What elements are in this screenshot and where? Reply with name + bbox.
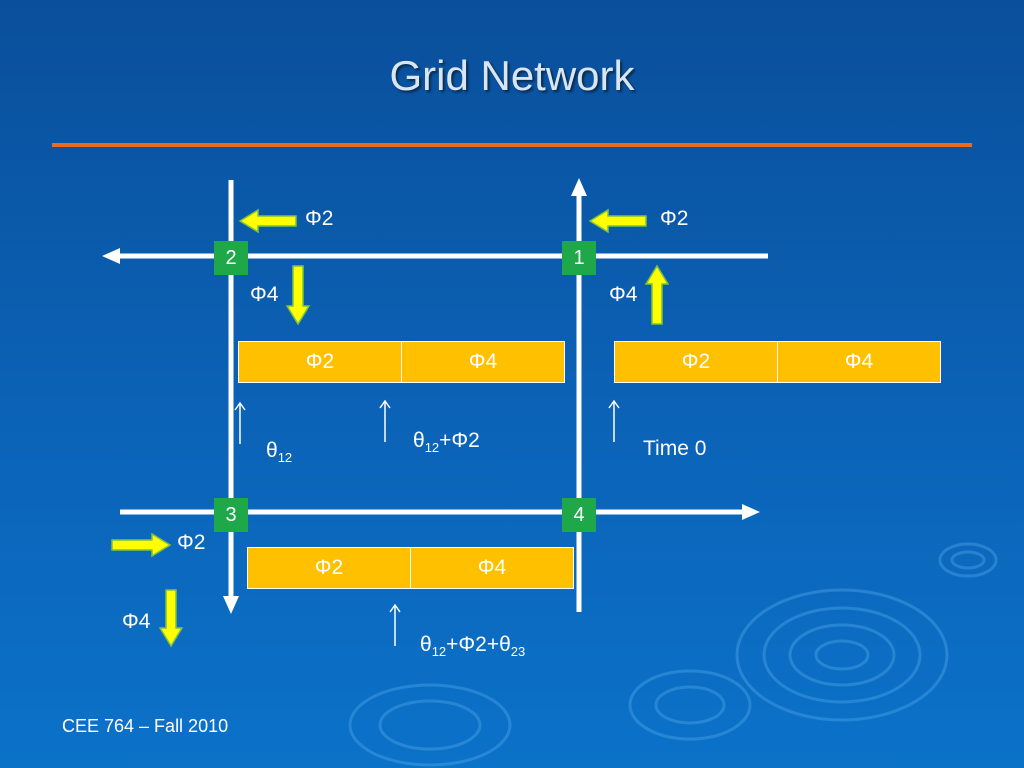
phase-arrow-n2-down [285, 265, 311, 326]
phase-arrow-n3-right [111, 532, 172, 558]
offset-label-theta12: θ12 [266, 439, 293, 466]
phase-arrow-n1-up [644, 264, 670, 325]
label-n2-phi2: Φ2 [305, 207, 334, 230]
phase-bar-node3: Φ2 Φ4 [247, 547, 574, 589]
label-n1-phi4: Φ4 [609, 283, 638, 306]
phase-bar-node1: Φ2 Φ4 [614, 341, 941, 383]
offset-label-theta12-phi2: θ12+Φ2 [413, 429, 480, 456]
title-divider [52, 143, 972, 147]
phase-seg-phi2: Φ2 [314, 556, 344, 579]
label-n1-phi2: Φ2 [660, 207, 689, 230]
phase-seg-phi4: Φ4 [401, 342, 564, 382]
label-n2-phi4: Φ4 [250, 283, 279, 306]
phase-seg-phi2: Φ2 [681, 350, 711, 373]
slide-title: Grid Network [389, 52, 635, 99]
slide-footer: CEE 764 – Fall 2010 [62, 716, 229, 736]
offset-label-theta12-phi2-theta23: θ12+Φ2+θ23 [420, 633, 526, 660]
phase-seg-phi4: Φ4 [777, 342, 940, 382]
phase-seg-phi4: Φ4 [410, 548, 573, 588]
phase-arrow-n1-left [588, 208, 647, 234]
label-n3-phi4: Φ4 [122, 610, 151, 633]
arrowhead-top-west [102, 248, 120, 264]
ripple-decoration [348, 542, 998, 767]
arrowhead-right-north [571, 178, 587, 196]
label-n3-phi2: Φ2 [177, 531, 206, 554]
arrowhead-left-south [223, 596, 239, 614]
node-3: 3 [214, 498, 248, 532]
offset-label-time0: Time 0 [643, 437, 707, 460]
phase-bar-node2: Φ2 Φ4 [238, 341, 565, 383]
phase-seg-phi2: Φ2 [305, 350, 335, 373]
phase-arrow-n3-down [158, 589, 184, 648]
node-1: 1 [562, 241, 596, 275]
phase-arrow-n2-left [238, 208, 297, 234]
arrowhead-bottom-east [742, 504, 760, 520]
node-2: 2 [214, 241, 248, 275]
node-4: 4 [562, 498, 596, 532]
